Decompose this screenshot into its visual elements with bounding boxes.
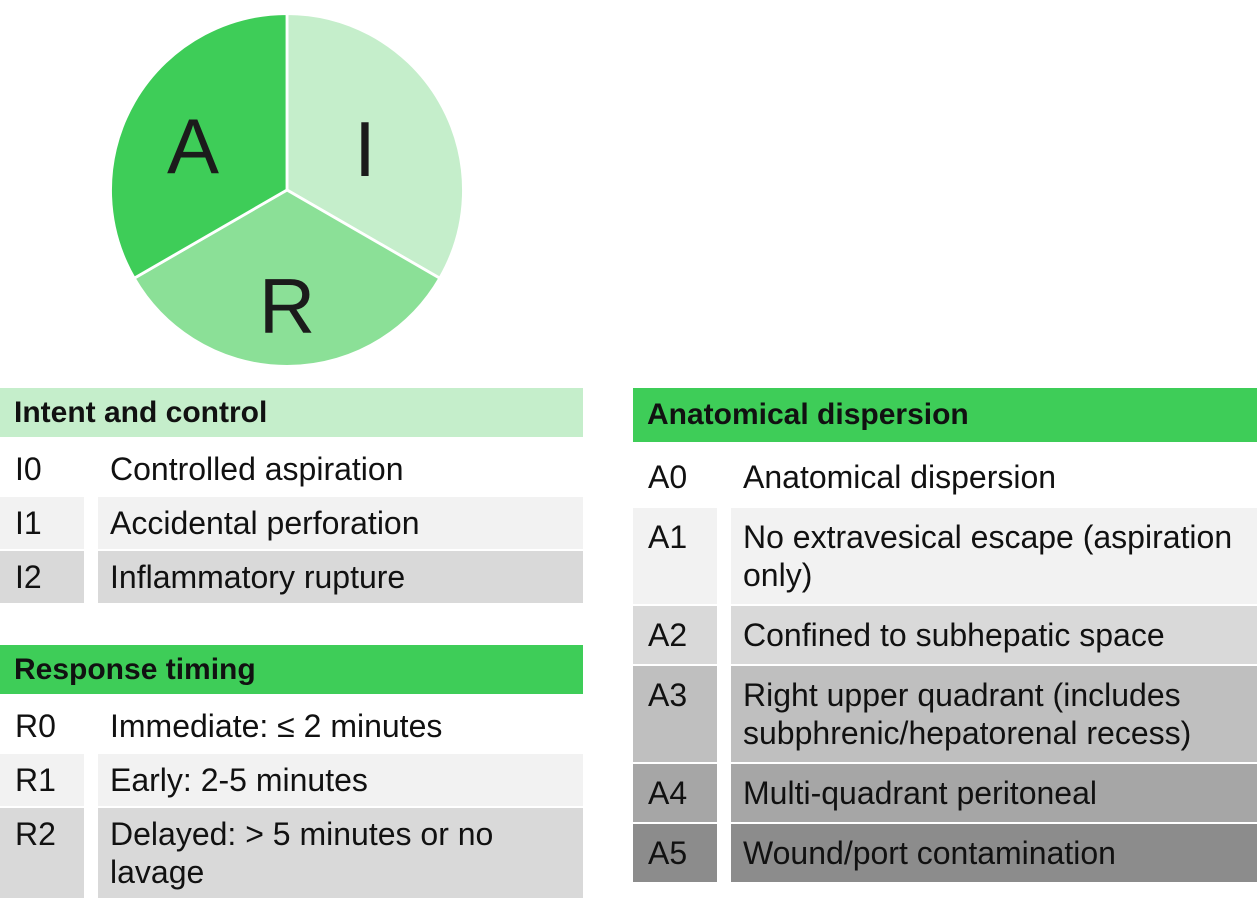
- table-row-r1: R1 Early: 2-5 minutes: [0, 754, 583, 806]
- pie-label-a: A: [166, 102, 220, 190]
- row-description: Controlled aspiration: [98, 443, 583, 495]
- row-code: A1: [633, 508, 717, 604]
- table-row-a0: A0 Anatomical dispersion: [633, 448, 1257, 506]
- row-description: Multi-quadrant peritoneal: [731, 764, 1257, 822]
- row-description: Anatomical dispersion: [731, 448, 1257, 506]
- pie-slice-r: [132, 188, 442, 368]
- row-code: R1: [0, 754, 84, 806]
- row-code: R2: [0, 808, 84, 898]
- row-description: Right upper quadrant (includes subphreni…: [731, 666, 1257, 762]
- column-gutter: [717, 764, 731, 822]
- table-row-a1: A1 No extravesical escape (aspiration on…: [633, 508, 1257, 604]
- intent-table-header: Intent and control: [0, 388, 583, 437]
- table-row-a3: A3 Right upper quadrant (includes subphr…: [633, 666, 1257, 762]
- right-column: Anatomical dispersion A0 Anatomical disp…: [633, 388, 1257, 884]
- left-column: Intent and control I0 Controlled aspirat…: [0, 388, 583, 898]
- row-code: R0: [0, 700, 84, 752]
- pie-chart-svg: [109, 12, 465, 368]
- column-gutter: [84, 700, 98, 752]
- anatomical-dispersion-table: Anatomical dispersion A0 Anatomical disp…: [633, 388, 1257, 882]
- table-row-i0: I0 Controlled aspiration: [0, 443, 583, 495]
- column-gutter: [84, 551, 98, 603]
- spacer: [0, 605, 583, 645]
- response-timing-table: Response timing R0 Immediate: ≤ 2 minute…: [0, 645, 583, 898]
- table-row-a4: A4 Multi-quadrant peritoneal: [633, 764, 1257, 822]
- column-gutter: [84, 808, 98, 898]
- anatomical-table-header: Anatomical dispersion: [633, 388, 1257, 442]
- response-table-header: Response timing: [0, 645, 583, 694]
- pie-slice-i: [285, 12, 465, 280]
- row-description: Wound/port contamination: [731, 824, 1257, 882]
- table-row-a5: A5 Wound/port contamination: [633, 824, 1257, 882]
- intent-and-control-table: Intent and control I0 Controlled aspirat…: [0, 388, 583, 603]
- row-code: I1: [0, 497, 84, 549]
- row-description: Delayed: > 5 minutes or no lavage: [98, 808, 583, 898]
- row-description: Inflammatory rupture: [98, 551, 583, 603]
- pie-label-i: I: [354, 105, 376, 193]
- table-row-i2: I2 Inflammatory rupture: [0, 551, 583, 603]
- column-gutter: [84, 754, 98, 806]
- row-code: A2: [633, 606, 717, 664]
- table-row-a2: A2 Confined to subhepatic space: [633, 606, 1257, 664]
- row-description: Confined to subhepatic space: [731, 606, 1257, 664]
- row-description: Accidental perforation: [98, 497, 583, 549]
- row-code: A5: [633, 824, 717, 882]
- row-code: I2: [0, 551, 84, 603]
- row-code: A3: [633, 666, 717, 762]
- column-gutter: [84, 497, 98, 549]
- row-description: Immediate: ≤ 2 minutes: [98, 700, 583, 752]
- table-row-r0: R0 Immediate: ≤ 2 minutes: [0, 700, 583, 752]
- air-pie-chart: A I R: [107, 10, 467, 370]
- pie-slice-a: [109, 12, 289, 280]
- column-gutter: [717, 666, 731, 762]
- row-code: I0: [0, 443, 84, 495]
- row-description: No extravesical escape (aspiration only): [731, 508, 1257, 604]
- pie-label-r: R: [258, 262, 316, 350]
- column-gutter: [717, 448, 731, 506]
- table-row-i1: I1 Accidental perforation: [0, 497, 583, 549]
- row-code: A4: [633, 764, 717, 822]
- row-code: A0: [633, 448, 717, 506]
- column-gutter: [717, 508, 731, 604]
- column-gutter: [84, 443, 98, 495]
- table-row-r2: R2 Delayed: > 5 minutes or no lavage: [0, 808, 583, 898]
- column-gutter: [717, 824, 731, 882]
- row-description: Early: 2-5 minutes: [98, 754, 583, 806]
- column-gutter: [717, 606, 731, 664]
